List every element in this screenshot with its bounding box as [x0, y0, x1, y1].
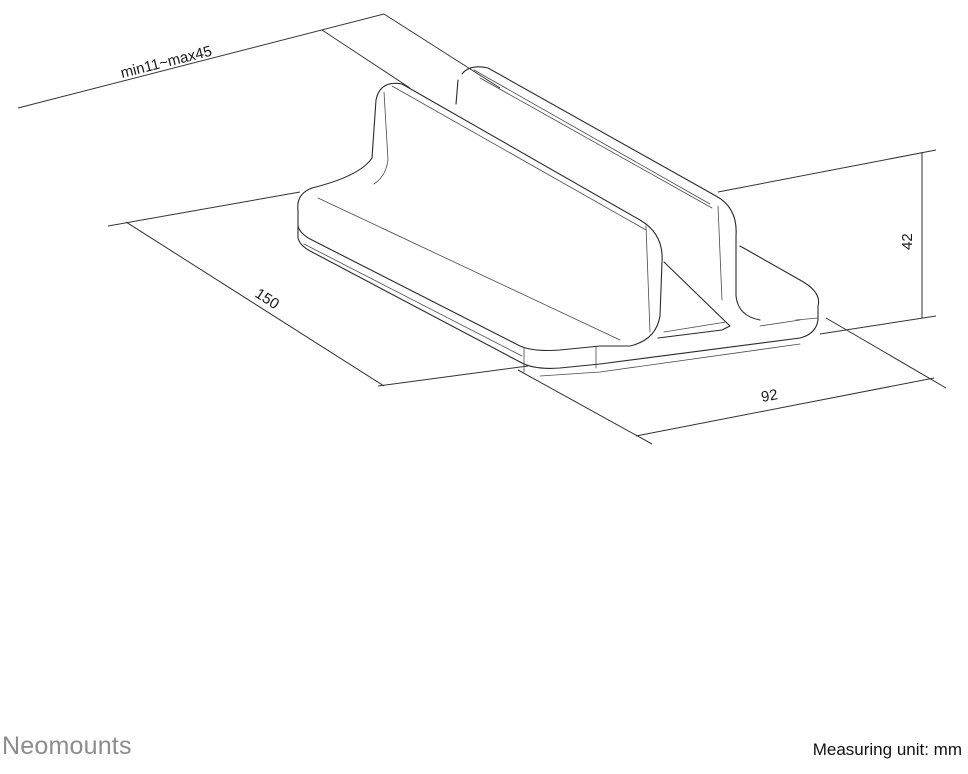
front-upright-side-line [645, 225, 651, 333]
base-plate-right-line-2 [759, 319, 801, 327]
measuring-unit-label: Measuring unit: mm [812, 740, 962, 759]
width-extension-left [517, 369, 653, 445]
slot-width-dimension-line [17, 13, 385, 109]
front-upright-base-line [317, 197, 621, 341]
back-upright-side-line [717, 205, 723, 301]
length-extension-front [377, 365, 529, 387]
base-plate-bottom-edge [297, 225, 819, 369]
length-dimension-line [125, 221, 385, 387]
front-upright-top-line [391, 85, 647, 231]
slot-inner-line [663, 321, 727, 333]
width-label: 92 [760, 386, 779, 406]
height-extension-bottom [819, 315, 937, 335]
laptop-stand [297, 66, 820, 377]
front-upright-outline [311, 82, 663, 347]
slot-opening [657, 261, 731, 339]
slot-width-label: min11~max45 [119, 43, 214, 82]
front-upright-inner-curve [373, 91, 389, 185]
brand-logo: Neomounts [2, 732, 132, 760]
height-label: 42 [899, 233, 916, 250]
height-extension-top [717, 149, 937, 193]
base-plate-groove-line [303, 243, 523, 357]
dimension-lines [17, 13, 947, 445]
slot-width-extension-left [321, 29, 411, 89]
slot-width-extension-right [383, 13, 501, 89]
length-label: 150 [252, 285, 282, 313]
back-upright-left-edge [455, 79, 459, 105]
base-plate-right-edge [739, 245, 820, 307]
width-extension-right [825, 317, 947, 389]
base-plate-shadow-line [539, 343, 801, 377]
width-dimension-line [635, 377, 935, 437]
back-upright-top-line-2 [479, 77, 713, 209]
back-upright-outline [461, 66, 761, 321]
back-upright-top-line [473, 69, 711, 205]
length-extension-back [107, 191, 301, 227]
base-plate-front-edge [297, 187, 601, 352]
base-plate-right-line [795, 317, 819, 321]
